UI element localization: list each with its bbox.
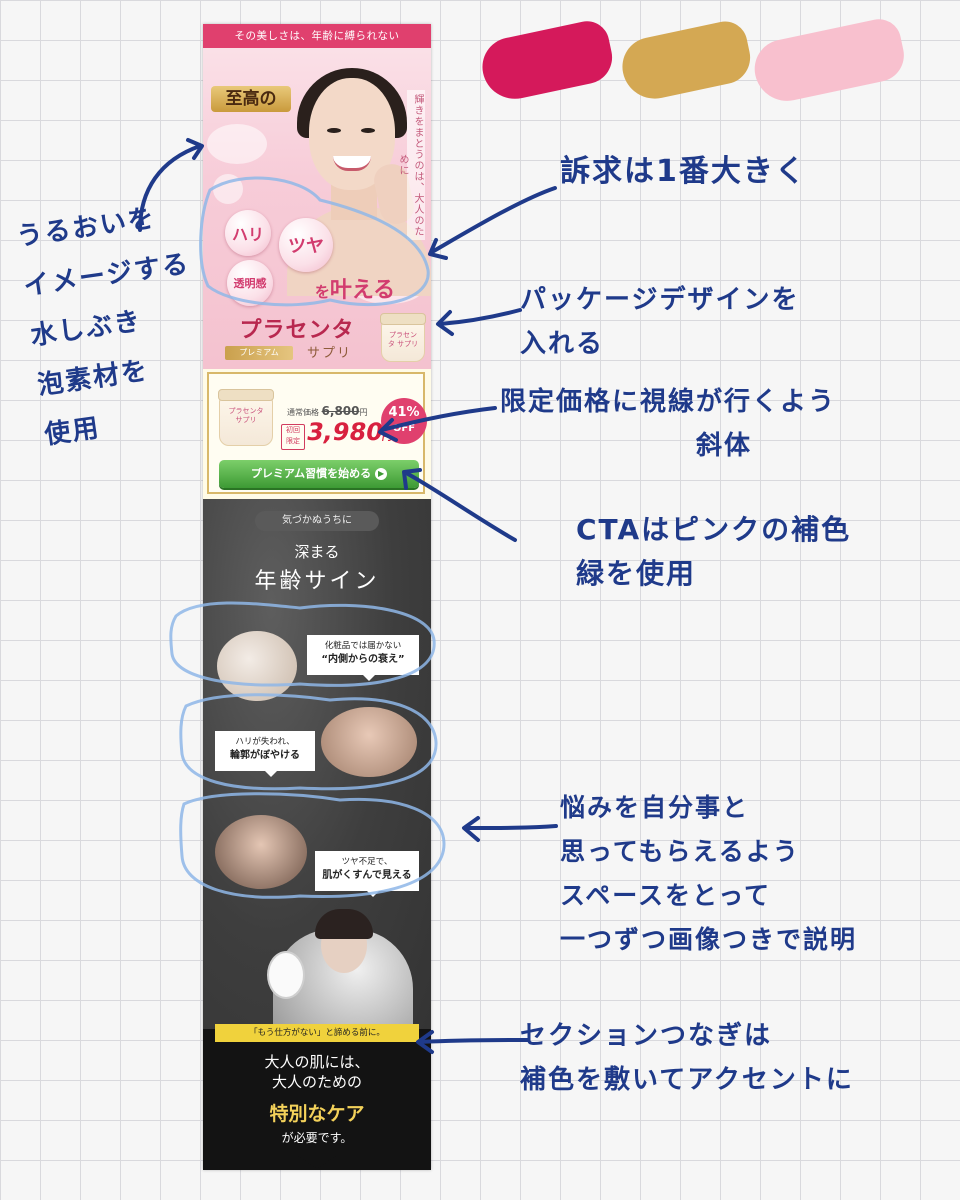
cta-button[interactable]: プレミアム習慣を始める▶ xyxy=(219,460,419,488)
product-name: プラセンタ xyxy=(239,317,355,343)
callout-line2: 肌がくすんで見える xyxy=(322,870,412,881)
regular-price-label: 通常価格 xyxy=(287,408,319,417)
regular-price: 通常価格 6,800円 xyxy=(287,404,368,418)
supreme-badge: 至高の xyxy=(211,86,291,112)
hero-section: その美しさは、年齢に縛られない 至高の 輝きをまとうのは、大人のために ハリ ツ… xyxy=(203,24,431,369)
supplement-label: サプリ xyxy=(307,346,353,361)
section-title-large: 年齢サイン xyxy=(254,569,380,594)
jar-label: プラセンタ サプリ xyxy=(387,331,419,348)
callout-line2: 輪郭がぼやける xyxy=(230,750,300,761)
arrow-package-head xyxy=(436,310,454,336)
concern-callout: 化粧品では届かない “内側からの衰え” xyxy=(307,635,419,681)
concern-photo-cosmetics xyxy=(217,631,297,701)
cta-label: プレミアム習慣を始める xyxy=(250,467,372,480)
care-line2: 大人のための xyxy=(271,1073,362,1091)
first-time-tag: 初回 限定 xyxy=(281,424,305,450)
jar-lid xyxy=(380,313,426,325)
care-line3: 特別なケア xyxy=(269,1103,365,1125)
model-eye xyxy=(361,128,375,133)
concern-photo-jawline xyxy=(321,707,417,777)
kanaeru-prefix: を xyxy=(314,283,330,301)
arrow-headline xyxy=(430,186,557,254)
annotation-headline: 訴求は1番大きく xyxy=(560,154,807,189)
sale-price-value: 3,980 xyxy=(304,418,386,446)
price-section: プラセンタ サプリ 通常価格 6,800円 初回 限定 3,980円 41% OF… xyxy=(203,369,431,499)
section-title-small: 深まる xyxy=(294,543,340,561)
annotation-concerns: 悩みを自分事と 思ってもらえるよう スペースをとって 一つずつ画像つきで説明 xyxy=(560,793,858,954)
concern-callout: ハリが失われ、 輪郭がぼやける xyxy=(215,731,315,777)
bubble-toumeikan: 透明感 xyxy=(227,260,273,306)
bubble-hari: ハリ xyxy=(225,210,271,256)
water-splash xyxy=(213,174,243,204)
section-arrow xyxy=(297,1155,337,1169)
bubble-tsuya: ツヤ xyxy=(279,218,333,272)
arrow-concerns xyxy=(464,824,558,830)
kanaeru-headline: を叶える xyxy=(295,272,415,304)
annotation-cta: CTAはピンクの補色 緑を使用 xyxy=(576,513,852,590)
concern-photo-dull-skin xyxy=(215,815,307,889)
care-line4: が必要です。 xyxy=(281,1131,353,1145)
model-eye xyxy=(327,128,341,133)
discount-badge: 41% OFF xyxy=(381,398,427,444)
section-pill: 気づかぬうちに xyxy=(255,511,379,531)
arrow-connector xyxy=(418,1038,530,1044)
arrow-concerns-head xyxy=(462,816,480,842)
kanaeru-main: 叶える xyxy=(329,277,396,303)
callout-line1: 化粧品では届かない xyxy=(324,641,402,651)
special-care-section: 大人の肌には、 大人のための 特別なケア が必要です。 xyxy=(203,1029,431,1170)
model-smile xyxy=(333,156,371,171)
worried-woman-hair xyxy=(315,909,373,939)
discount-off-label: OFF xyxy=(392,423,416,434)
vertical-copy: 輝きをまとうのは、大人のために xyxy=(397,90,425,240)
annotation-price: 限定価格に視線が行くよう 斜体 xyxy=(500,387,837,461)
product-jar-small: プラセンタ サプリ xyxy=(218,389,274,446)
annotation-connector: セクションつなぎは 補色を敷いてアクセントに xyxy=(520,1021,854,1095)
landing-page-mockup: その美しさは、年齢に縛られない 至高の 輝きをまとうのは、大人のために ハリ ツ… xyxy=(203,24,431,1170)
top-bar: その美しさは、年齢に縛られない xyxy=(203,24,431,48)
regular-price-value: 6,800 xyxy=(321,404,360,418)
jar-lid xyxy=(218,389,274,401)
callout-line1: ツヤ不足で、 xyxy=(341,857,393,867)
callout-line1: ハリが失われ、 xyxy=(235,737,295,747)
aging-signs-section: 気づかぬうちに 深まる 年齢サイン 化粧品では届かない “内側からの衰え” ハリ… xyxy=(203,499,431,1029)
arrow-package xyxy=(438,308,522,326)
swatch-gold xyxy=(616,17,756,105)
arrow-left-head xyxy=(186,138,204,160)
care-line1: 大人の肌には、 xyxy=(264,1053,370,1071)
swatch-crimson xyxy=(476,17,618,105)
premium-tag: プレミアム xyxy=(225,346,293,360)
concern-callout: ツヤ不足で、 肌がくすんで見える xyxy=(315,851,419,897)
swatch-light-pink xyxy=(749,15,909,107)
section-connector-banner: 「もう仕方がない」と諦める前に。 xyxy=(215,1024,419,1042)
yen-unit: 円 xyxy=(359,408,368,417)
product-jar: プラセンタ サプリ xyxy=(380,313,426,362)
annotation-package: パッケージデザインを 入れる xyxy=(520,285,800,359)
chevron-right-icon: ▶ xyxy=(375,468,388,480)
jar-label: プラセンタ サプリ xyxy=(228,407,264,424)
discount-percent: 41% xyxy=(388,405,420,420)
annotation-left: うるおいを イメージする 水しぶき 泡素材を 使用 xyxy=(14,203,192,451)
price-box: プラセンタ サプリ 通常価格 6,800円 初回 限定 3,980円 41% OF… xyxy=(207,372,427,494)
water-splash xyxy=(207,124,267,164)
arrow-headline-head xyxy=(428,238,448,260)
callout-line2: “内側からの衰え” xyxy=(321,654,405,665)
hand-mirror xyxy=(267,951,305,999)
